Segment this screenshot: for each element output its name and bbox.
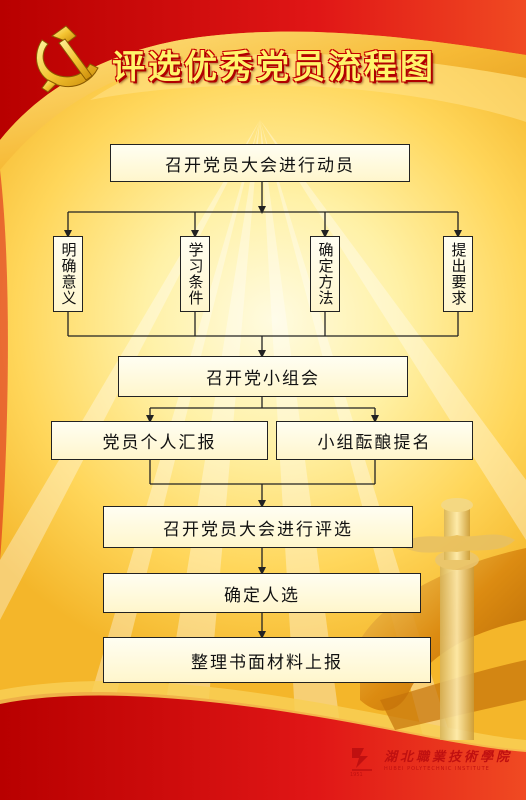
flow-branch-3-label: 确定方法 (316, 242, 335, 306)
flow-step-mobilization-meeting: 召开党员大会进行动员 (110, 144, 410, 182)
flow-step-evaluation-meeting: 召开党员大会进行评选 (103, 506, 413, 548)
flow-branch-1-label: 明确意义 (59, 242, 78, 306)
flow-branch-2-label: 学习条件 (186, 242, 205, 306)
institute-logo-icon (352, 748, 372, 771)
flow-branch-4-label: 提出要求 (449, 242, 468, 306)
poster-title: 评选优秀党员流程图 (112, 47, 436, 86)
flow-step-confirm-candidates: 确定人选 (103, 573, 421, 613)
flow-step-group-meeting: 召开党小组会 (118, 356, 408, 397)
party-emblem-icon (36, 25, 99, 93)
flow-branch-1: 明确意义 (53, 236, 83, 312)
flow-step-submit-materials: 整理书面材料上报 (103, 637, 431, 683)
flow-sub-group-nomination: 小组酝酿提名 (276, 421, 473, 460)
institute-name: 湖北職業技術學院 (384, 750, 513, 765)
flow-branch-2: 学习条件 (180, 236, 210, 312)
flow-branch-4: 提出要求 (443, 236, 473, 312)
flow-branch-3: 确定方法 (310, 236, 340, 312)
institute-founding-year: 1951 (350, 772, 363, 778)
flow-sub-personal-report: 党员个人汇报 (51, 421, 268, 460)
institute-name-en: HUBEI POLYTECHNIC INSTITUTE (384, 766, 490, 772)
